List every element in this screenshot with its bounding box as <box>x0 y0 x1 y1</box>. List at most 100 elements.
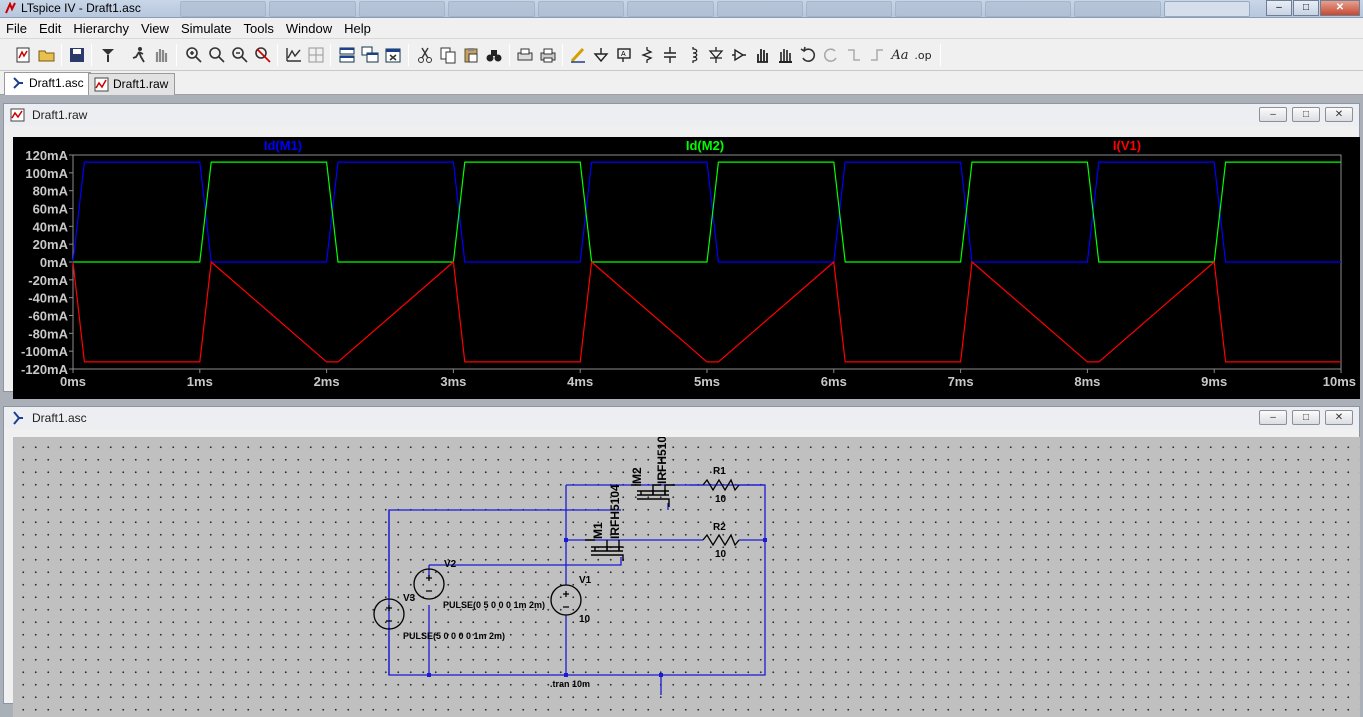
minimize-button[interactable]: – <box>1266 0 1292 16</box>
y-tick-label: 20mA <box>33 237 69 252</box>
menu-hierarchy[interactable]: Hierarchy <box>73 21 129 36</box>
waveform-doc-icon <box>94 77 109 92</box>
maximize-button[interactable]: □ <box>1293 0 1319 16</box>
waveform-doc-icon <box>10 108 25 122</box>
y-tick-label: 100mA <box>25 166 68 181</box>
menu-file[interactable]: File <box>6 21 27 36</box>
paste-icon[interactable] <box>460 44 482 66</box>
v2-name-label: V2 <box>444 559 457 570</box>
capacitor-icon[interactable] <box>659 44 681 66</box>
print-setup-icon[interactable] <box>514 44 536 66</box>
cut-icon[interactable] <box>414 44 436 66</box>
voltage-source-v3[interactable] <box>373 598 405 630</box>
close-button[interactable]: ✕ <box>1320 0 1360 16</box>
new-schematic-icon[interactable] <box>12 44 34 66</box>
tile-horizontal-icon[interactable] <box>336 44 358 66</box>
y-tick-label: -80mA <box>28 326 68 341</box>
menu-help[interactable]: Help <box>344 21 371 36</box>
drag-icon[interactable] <box>774 44 796 66</box>
mosfet-m2[interactable] <box>631 484 675 507</box>
mirror-icon[interactable] <box>866 44 888 66</box>
x-tick-label: 0ms <box>60 374 86 389</box>
menu-simulate[interactable]: Simulate <box>180 21 232 36</box>
spice-directive-icon[interactable]: .op <box>914 48 932 62</box>
x-tick-label: 7ms <box>948 374 974 389</box>
waveform-maximize-button[interactable]: □ <box>1292 107 1320 122</box>
menu-tools[interactable]: Tools <box>243 21 274 36</box>
redo-icon[interactable] <box>820 44 842 66</box>
copy-icon[interactable] <box>437 44 459 66</box>
resistor-icon[interactable] <box>636 44 658 66</box>
trace-label-idm2[interactable]: Id(M2) <box>686 138 724 153</box>
y-tick-label: 80mA <box>33 184 69 199</box>
schematic-canvas[interactable]: M2 IRFH510 M1 IRFH5104 R1 10 R2 10 V1 10… <box>13 437 1360 717</box>
x-tick-label: 10ms <box>1323 374 1356 389</box>
voltage-source-v1[interactable] <box>550 584 582 616</box>
voltage-source-v2[interactable] <box>413 568 445 600</box>
label-icon[interactable]: A <box>613 44 635 66</box>
halt-icon[interactable] <box>150 44 172 66</box>
background-taskbar <box>180 1 1251 17</box>
open-icon[interactable] <box>36 44 58 66</box>
series-line-idm1 <box>72 161 1341 263</box>
control-panel-icon[interactable] <box>97 44 119 66</box>
save-icon[interactable] <box>66 44 88 66</box>
schematic-doc-icon <box>13 77 23 89</box>
x-tick-label: 2ms <box>314 374 340 389</box>
resistor-r1[interactable] <box>702 478 740 492</box>
menu-window[interactable]: Window <box>285 21 333 36</box>
zoom-in-icon[interactable] <box>183 44 205 66</box>
resistor-r2[interactable] <box>702 533 740 547</box>
print-icon[interactable] <box>537 44 559 66</box>
diode-icon[interactable] <box>705 44 727 66</box>
wire-icon[interactable] <box>567 44 589 66</box>
m1-model-label: IRFH5104 <box>608 484 622 539</box>
tab-draft1-asc[interactable]: Draft1.asc <box>4 72 91 95</box>
schematic-minimize-button[interactable]: – <box>1259 410 1287 425</box>
close-all-icon[interactable] <box>382 44 404 66</box>
y-tick-label: 40mA <box>33 219 69 234</box>
v1-value-label: 10 <box>579 614 591 625</box>
cascade-icon[interactable] <box>359 44 381 66</box>
x-tick-label: 1ms <box>187 374 213 389</box>
move-icon[interactable] <box>751 44 773 66</box>
grid-icon[interactable] <box>305 44 327 66</box>
ground-icon[interactable] <box>590 44 612 66</box>
waveform-close-button[interactable]: ✕ <box>1325 107 1353 122</box>
y-tick-label: -60mA <box>28 309 68 324</box>
ltspice-logo-icon <box>5 2 16 14</box>
schematic-maximize-button[interactable]: □ <box>1292 410 1320 425</box>
trace-label-idm1[interactable]: Id(M1) <box>264 138 302 153</box>
tran-directive[interactable]: .tran 10m <box>550 679 590 689</box>
inductor-icon[interactable] <box>682 44 704 66</box>
trace-label-iv1[interactable]: I(V1) <box>1113 138 1141 153</box>
zoom-out-icon[interactable] <box>229 44 251 66</box>
text-icon[interactable]: Aa <box>891 47 909 63</box>
zoom-fit-icon[interactable] <box>252 44 274 66</box>
title-bar: LTspice IV - Draft1.asc – □ ✕ <box>0 0 1363 18</box>
menu-view[interactable]: View <box>140 21 169 36</box>
menu-edit[interactable]: Edit <box>38 21 62 36</box>
waveform-window-header: Draft1.raw – □ ✕ <box>4 104 1359 126</box>
series-line-idm2 <box>73 161 1341 263</box>
component-icon[interactable] <box>728 44 750 66</box>
x-tick-label: 5ms <box>694 374 720 389</box>
y-tick-label: -20mA <box>28 273 68 288</box>
mosfet-m1[interactable] <box>585 539 624 561</box>
plot-canvas[interactable]: 120mA100mA80mA60mA40mA20mA0mA-20mA-40mA-… <box>13 137 1360 399</box>
find-icon[interactable] <box>483 44 505 66</box>
waveform-minimize-button[interactable]: – <box>1259 107 1287 122</box>
x-tick-label: 8ms <box>1074 374 1100 389</box>
rotate-icon[interactable] <box>843 44 865 66</box>
schematic-window: Draft1.asc – □ ✕ <box>3 406 1360 717</box>
v2-value-label: PULSE(0 5 0 0 0 1m 2m) <box>443 600 545 610</box>
tab-draft1-raw[interactable]: Draft1.raw <box>88 73 176 95</box>
run-icon[interactable] <box>128 44 150 66</box>
zoom-area-icon[interactable] <box>206 44 228 66</box>
x-tick-label: 9ms <box>1201 374 1227 389</box>
undo-icon[interactable] <box>797 44 819 66</box>
schematic-close-button[interactable]: ✕ <box>1325 410 1353 425</box>
autorange-icon[interactable] <box>283 44 305 66</box>
r2-name-label: R2 <box>713 522 726 533</box>
